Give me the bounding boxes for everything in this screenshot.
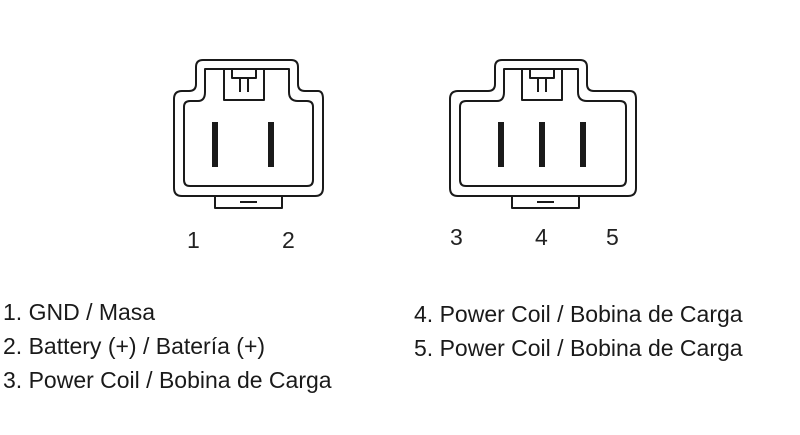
connector-3-pin-foot	[511, 196, 580, 209]
legend-item-1: 1. GND / Masa	[3, 299, 156, 325]
legend-right: 4. Power Coil / Bobina de Carga 5. Power…	[414, 297, 743, 365]
connector-2-pin-outline-outer	[173, 59, 324, 197]
connector-2-pin-outline-inner	[183, 68, 314, 187]
pin-number-1: 1	[187, 227, 200, 253]
legend-item-3: 3. Power Coil / Bobina de Carga	[3, 367, 332, 393]
connector-3-pin-outline-outer	[449, 59, 637, 197]
terminal-1	[212, 122, 218, 167]
legend-left: 1. GND / Masa 2. Battery (+) / Batería (…	[3, 295, 332, 397]
legend-item-2: 2. Battery (+) / Batería (+)	[3, 333, 266, 359]
pin-number-4: 4	[535, 224, 548, 250]
pin-number-2: 2	[282, 227, 295, 253]
connector-2-pin-latch	[223, 69, 265, 101]
pin-number-5: 5	[606, 224, 619, 250]
legend-item-4: 4. Power Coil / Bobina de Carga	[414, 301, 743, 327]
terminal-3	[498, 122, 504, 167]
connector-3-pin-latch	[521, 69, 563, 101]
connector-3-pin	[449, 59, 637, 209]
legend-item-5: 5. Power Coil / Bobina de Carga	[414, 335, 743, 361]
terminal-5	[580, 122, 586, 167]
connector-2-pin-foot	[214, 196, 283, 209]
terminal-2	[268, 122, 274, 167]
connector-2-pin	[173, 59, 324, 209]
terminal-4	[539, 122, 545, 167]
connector-3-pin-outline-inner	[459, 68, 627, 187]
pin-number-3: 3	[450, 224, 463, 250]
